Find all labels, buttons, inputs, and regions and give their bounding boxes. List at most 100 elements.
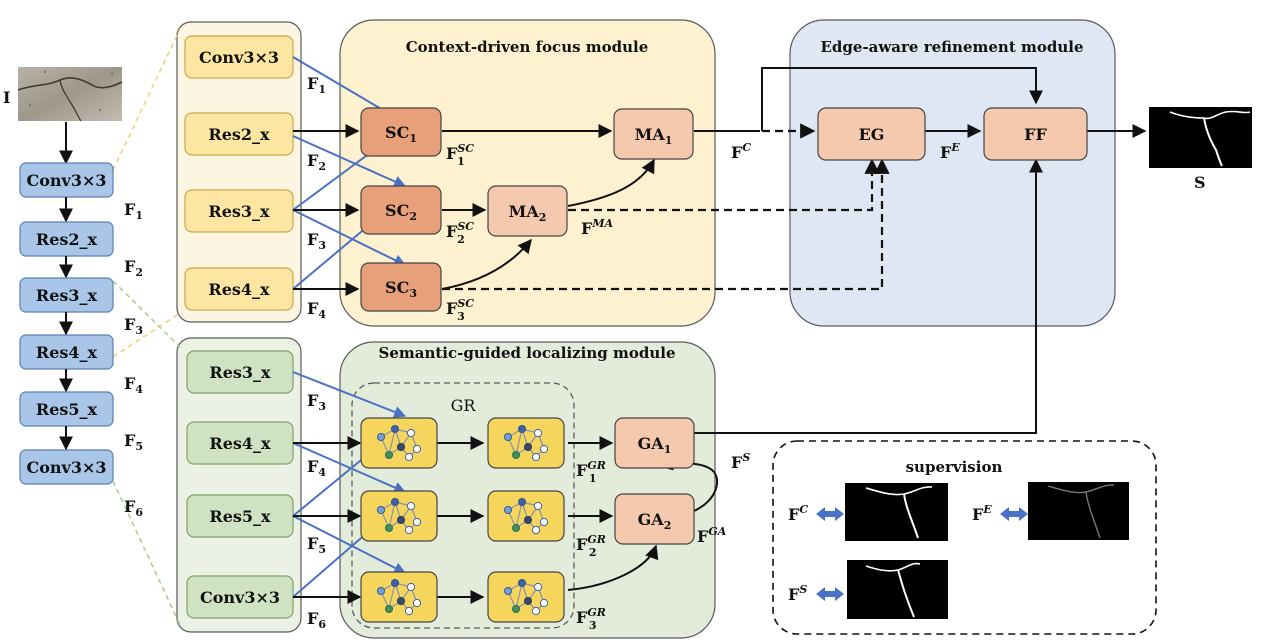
top-block-group [176,21,302,323]
supervision-mask-e [1028,482,1129,540]
svg-text:Res3_x: Res3_x [208,202,270,221]
input-image [17,67,123,122]
gr-dashed-box [351,382,575,629]
svg-text:MA2: MA2 [509,202,547,224]
graph-reasoning-node [487,490,565,542]
fc-label: FC [731,141,751,162]
backbone-block: Res2_x [19,221,114,257]
supervision-feature-label: FE [972,503,992,524]
top-feature-label: F1 [307,74,326,96]
double-arrow-icon [816,507,844,521]
sc-module: SC1 [360,107,442,157]
top-block: Res3_x [184,189,294,233]
svg-text:Res5_x: Res5_x [209,507,271,526]
supervision-feature-label: FC [788,503,808,524]
cfm-title: Context-driven focus module [406,38,649,56]
bottom-feature-label: F5 [307,534,326,556]
sc-module: SC2 [360,185,442,235]
graph-reasoning-node [487,417,565,469]
sc-module: SC3 [360,262,442,312]
input-label: I [3,88,10,107]
backbone-block: Conv3×3 [19,162,114,198]
svg-text:Res4_x: Res4_x [36,343,98,362]
svg-text:Conv3×3: Conv3×3 [200,588,280,607]
top-feature-label: F4 [307,299,326,321]
svg-text:Conv3×3: Conv3×3 [26,171,106,190]
svg-text:Res4_x: Res4_x [209,434,271,453]
supervision-feature-label: FS [788,583,807,604]
bottom-feature-label: F6 [307,609,326,631]
graph-reasoning-node [360,571,438,623]
backbone-feature-label: F3 [124,315,143,337]
erm-panel [789,19,1116,327]
double-arrow-icon [1000,507,1028,521]
top-feature-label: F3 [307,230,326,252]
top-block: Res4_x [184,267,294,311]
svg-text:Conv3×3: Conv3×3 [26,458,106,477]
bottom-block-group [176,337,302,633]
backbone-feature-label: F2 [124,257,143,279]
fma-label: FMA [581,217,614,238]
supervision-mask-s [847,560,948,619]
supervision-title: supervision [906,458,1003,476]
bottom-block: Res4_x [186,421,294,465]
backbone-block: Res4_x [19,334,114,370]
supervision-mask-c [845,483,948,541]
svg-text:GA2: GA2 [638,510,672,532]
svg-text:Res3_x: Res3_x [209,363,271,382]
svg-text:SC1: SC1 [385,123,417,145]
ma1-module: MA1 [613,108,694,160]
gr-nodes [360,417,565,623]
gr-label: GR [451,396,477,415]
output-label: S [1194,173,1206,192]
svg-text:FF: FF [1024,125,1047,144]
graph-reasoning-node [487,571,565,623]
fs-label: FS [731,451,750,472]
svg-text:Res4_x: Res4_x [208,280,270,299]
backbone-feature-label: F6 [124,497,143,519]
bottom-feature-label: F3 [307,391,326,413]
top-block: Conv3×3 [184,35,294,79]
fga-label: FGA [697,525,727,546]
backbone-block: Res3_x [19,277,114,313]
svg-text:MA1: MA1 [635,125,673,147]
top-feature-label: F2 [307,151,326,173]
svg-text:EG: EG [859,125,885,144]
ga2-module: GA2 [614,493,695,545]
erm-title: Edge-aware refinement module [821,38,1084,56]
fe-label: FE [940,141,960,162]
bottom-block: Res5_x [186,494,294,538]
top-block: Res2_x [184,112,294,156]
svg-text:GA1: GA1 [638,434,672,456]
svg-text:Conv3×3: Conv3×3 [199,48,279,67]
backbone-block: Conv3×3 [19,449,114,485]
ma2-module: MA2 [487,185,568,237]
eg-module: EG [817,107,926,161]
ff-module: FF [983,107,1088,161]
svg-text:SC2: SC2 [385,201,417,223]
svg-text:Res3_x: Res3_x [36,286,98,305]
graph-reasoning-node [360,417,438,469]
svg-text:Res2_x: Res2_x [208,125,270,144]
ga1-module: GA1 [614,417,695,469]
backbone-feature-label: F1 [124,200,143,222]
bottom-feature-label: F4 [307,457,326,479]
cfm-panel [339,19,716,327]
backbone-block: Res5_x [19,391,114,427]
backbone: Conv3×3Res2_xRes3_xRes4_xRes5_xConv3×3F1… [19,162,143,519]
bottom-block: Res3_x [186,350,294,394]
supervision-items: FC FE FS [788,503,1028,604]
output-mask-image [1149,107,1252,168]
